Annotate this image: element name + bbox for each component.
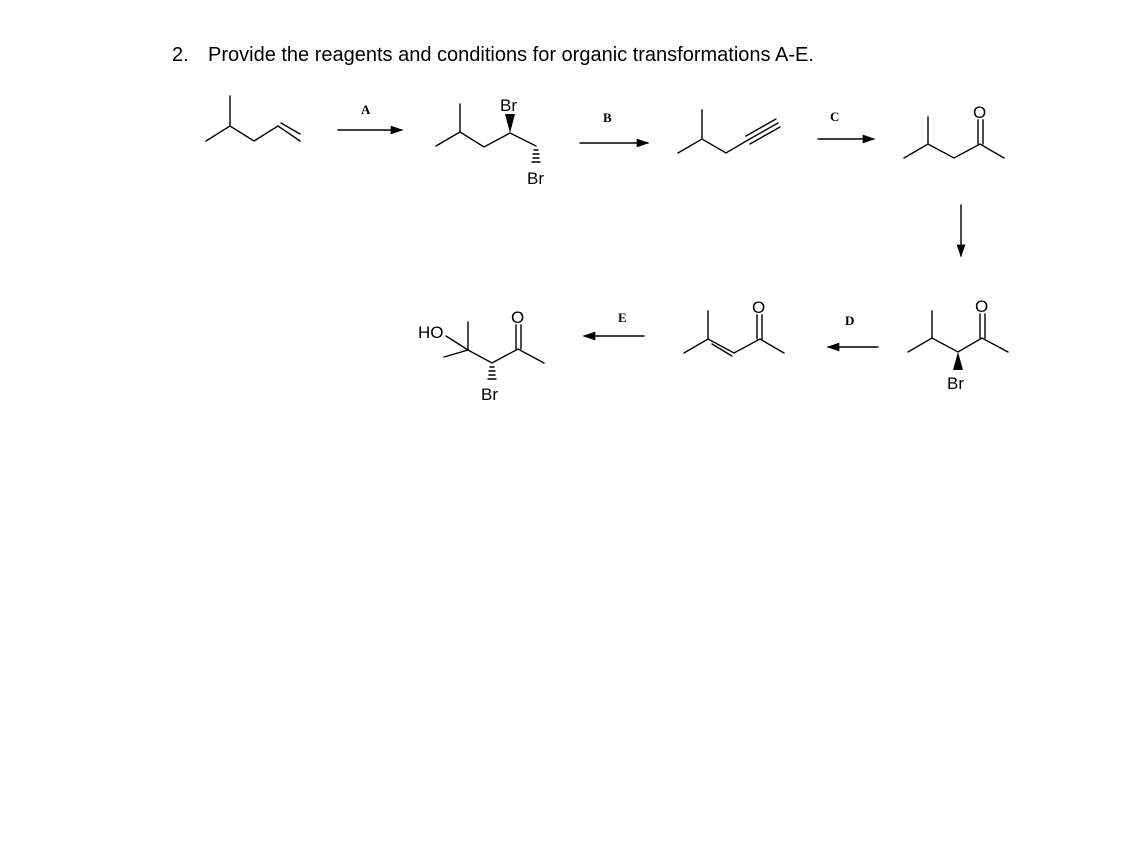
oxygen-final: O (511, 308, 524, 327)
arrow-d: D (826, 313, 879, 352)
dibromide: Br Br (435, 96, 544, 188)
bromo-ketone: O Br (907, 297, 1009, 393)
arrow-a: A (337, 102, 404, 135)
terminal-alkyne (677, 109, 781, 154)
hash-bond-final (487, 366, 497, 380)
question-number: 2. (172, 44, 189, 66)
bromine-bottom: Br (527, 169, 544, 188)
oxygen-bromoketone: O (975, 297, 988, 316)
hash-bond (531, 149, 541, 163)
bromine-bromoketone: Br (947, 374, 964, 393)
wedge-bond (505, 114, 515, 133)
bromohydrin-ketone: HO O Br (418, 308, 545, 404)
oxygen-ketone: O (973, 103, 986, 122)
question-prompt: Provide the reagents and conditions for … (208, 44, 814, 66)
arrow-b: B (579, 110, 650, 148)
bromine-final: Br (481, 385, 498, 404)
step-label-a: A (361, 102, 371, 117)
step-label-e: E (618, 310, 627, 325)
question-text: 2. Provide the reagents and conditions fo… (172, 44, 814, 67)
oxygen-enone: O (752, 298, 765, 317)
hydroxyl-group: HO (418, 323, 444, 342)
starting-alkene (205, 95, 301, 142)
arrow-c: C (817, 109, 876, 144)
wedge-bond-bromoketone (953, 352, 963, 370)
step-label-c: C (830, 109, 839, 124)
methyl-ketone: O (903, 103, 1005, 159)
step-label-b: B (603, 110, 612, 125)
bromine-top: Br (500, 96, 517, 115)
arrow-e: E (582, 310, 645, 341)
enone: O (683, 298, 785, 357)
step-label-d: D (845, 313, 854, 328)
